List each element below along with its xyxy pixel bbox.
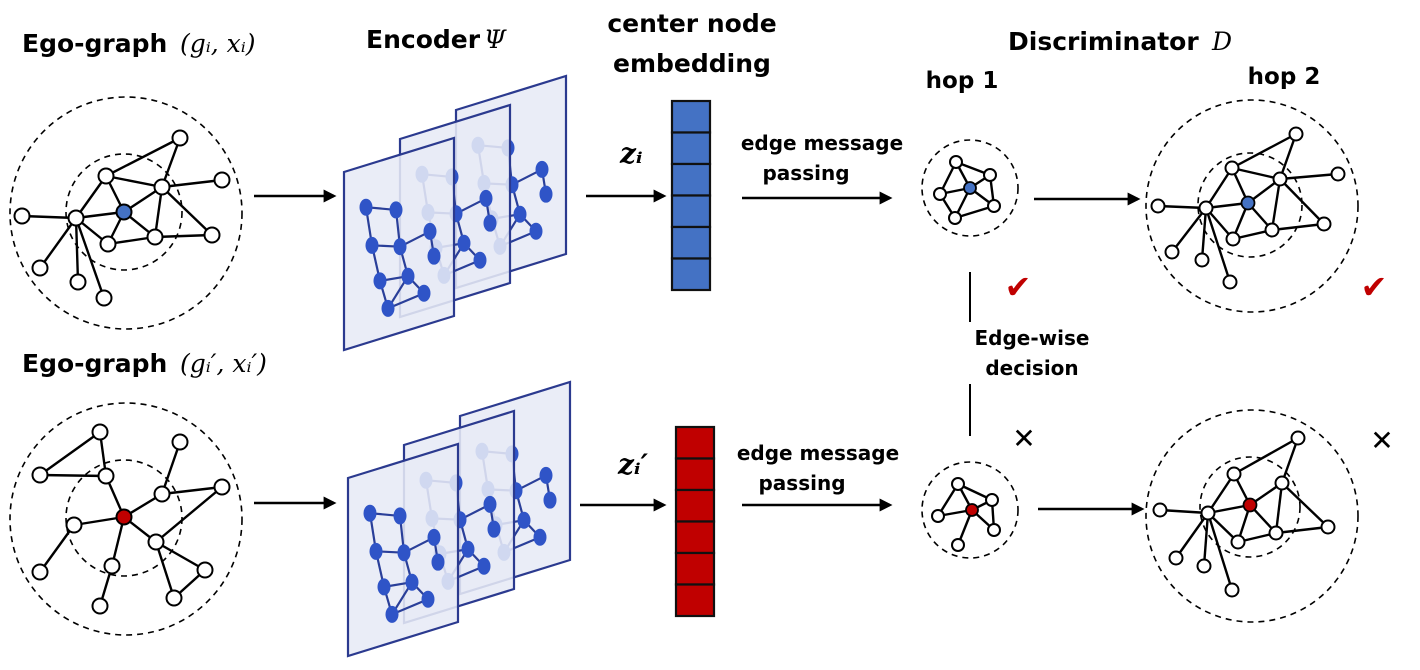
embedding-positive-cell [670,257,712,292]
hop2-graph-top [1145,99,1359,313]
embedding-positive-cell [670,225,712,260]
check-hop2-icon: ✔ [1361,268,1388,306]
center-node-label-line2: embedding [613,49,771,78]
encoder-symbol: Ψ [484,25,507,54]
embedding-positive-cell [670,99,712,134]
hop2-graph-bottom [1145,409,1359,623]
embedding-negative-cell [674,583,716,618]
z-top-label: zᵢ [619,137,643,170]
ego-graph-bottom-label: Ego-graph [22,349,167,378]
encoder-stack-top [342,74,568,352]
embedding-negative-cell [674,488,716,523]
embedding-positive-cell [670,194,712,229]
z-bottom-label: zᵢ′ [617,448,649,481]
edge-wise-decision-line1: Edge-wise [975,326,1090,350]
hop1-graph-bottom [921,461,1019,559]
center-node-negative [115,508,133,526]
embedding-vector-negative [674,425,716,618]
edge-message-passing-bottom-line2: passing [758,471,845,495]
embedding-positive-cell [670,131,712,166]
ego-graph-top [9,96,243,330]
hop1-graph-top [921,139,1019,237]
encoder-label: Encoder [366,25,481,54]
center-node-label-line1: center node [607,9,776,38]
encoder-layer-plane [346,442,460,658]
encoder-stack-bottom [346,380,572,658]
cross-hop1-icon: ✕ [1012,422,1035,455]
hop2-label: hop 2 [1248,64,1321,90]
ego-graph-bottom [9,402,243,636]
edge-message-passing-top-line2: passing [762,161,849,185]
embedding-vector-positive [670,99,712,292]
embedding-negative-cell [674,520,716,555]
cross-hop2-icon: ✕ [1370,424,1393,457]
embedding-positive-cell [670,162,712,197]
embedding-negative-cell [674,425,716,460]
ego-graph-top-math: (gᵢ, xᵢ) [180,29,256,58]
embedding-negative-cell [674,457,716,492]
check-hop1-icon: ✔ [1005,268,1032,306]
hop1-label: hop 1 [926,68,999,94]
ego-graph-bottom-math: (gᵢ′, xᵢ′) [180,349,267,378]
discriminator-label: Discriminator [1008,27,1199,56]
edge-wise-decision-line2: decision [985,356,1078,380]
center-node-positive [115,203,133,221]
discriminator-symbol: D [1211,27,1232,56]
encoder-layer-plane [342,136,456,352]
embedding-negative-cell [674,551,716,586]
edge-message-passing-top-line1: edge message [741,131,903,155]
ego-graph-top-label: Ego-graph [22,29,167,58]
edge-message-passing-bottom-line1: edge message [737,441,899,465]
